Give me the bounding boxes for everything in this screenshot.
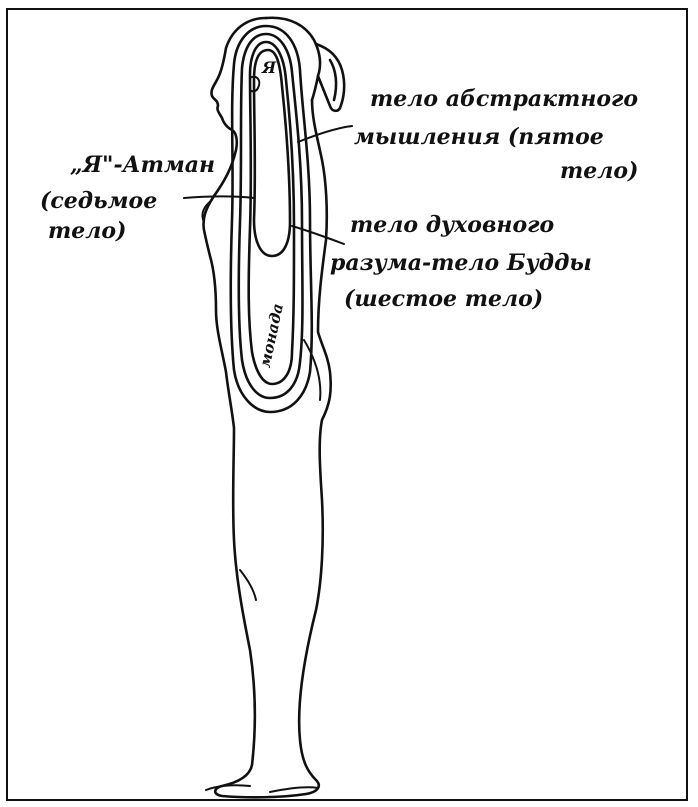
annotation-abstract-mind-line2: мышления (пятое	[354, 124, 604, 150]
annotation-atman-line2: (седьмое	[40, 188, 157, 214]
inner-label-ya: Я	[262, 58, 276, 77]
foot-outline	[206, 785, 318, 792]
knee-crease	[240, 570, 256, 600]
annotation-abstract-mind-line1: тело абстрактного	[370, 86, 638, 112]
leader-atman	[184, 197, 254, 199]
annotation-atman-line1: „Я"-Атман	[70, 152, 215, 178]
body-outline-front	[203, 18, 330, 797]
annotation-abstract-mind-line3: тело)	[560, 158, 638, 184]
annotation-buddhi-line3: (шестое тело)	[344, 286, 543, 312]
annotation-atman-line3: тело)	[48, 218, 126, 244]
leader-buddhi	[292, 226, 344, 244]
annotation-buddhi-line1: тело духовного	[350, 212, 554, 238]
annotation-buddhi-line2: разума-тело Будды	[330, 250, 592, 276]
